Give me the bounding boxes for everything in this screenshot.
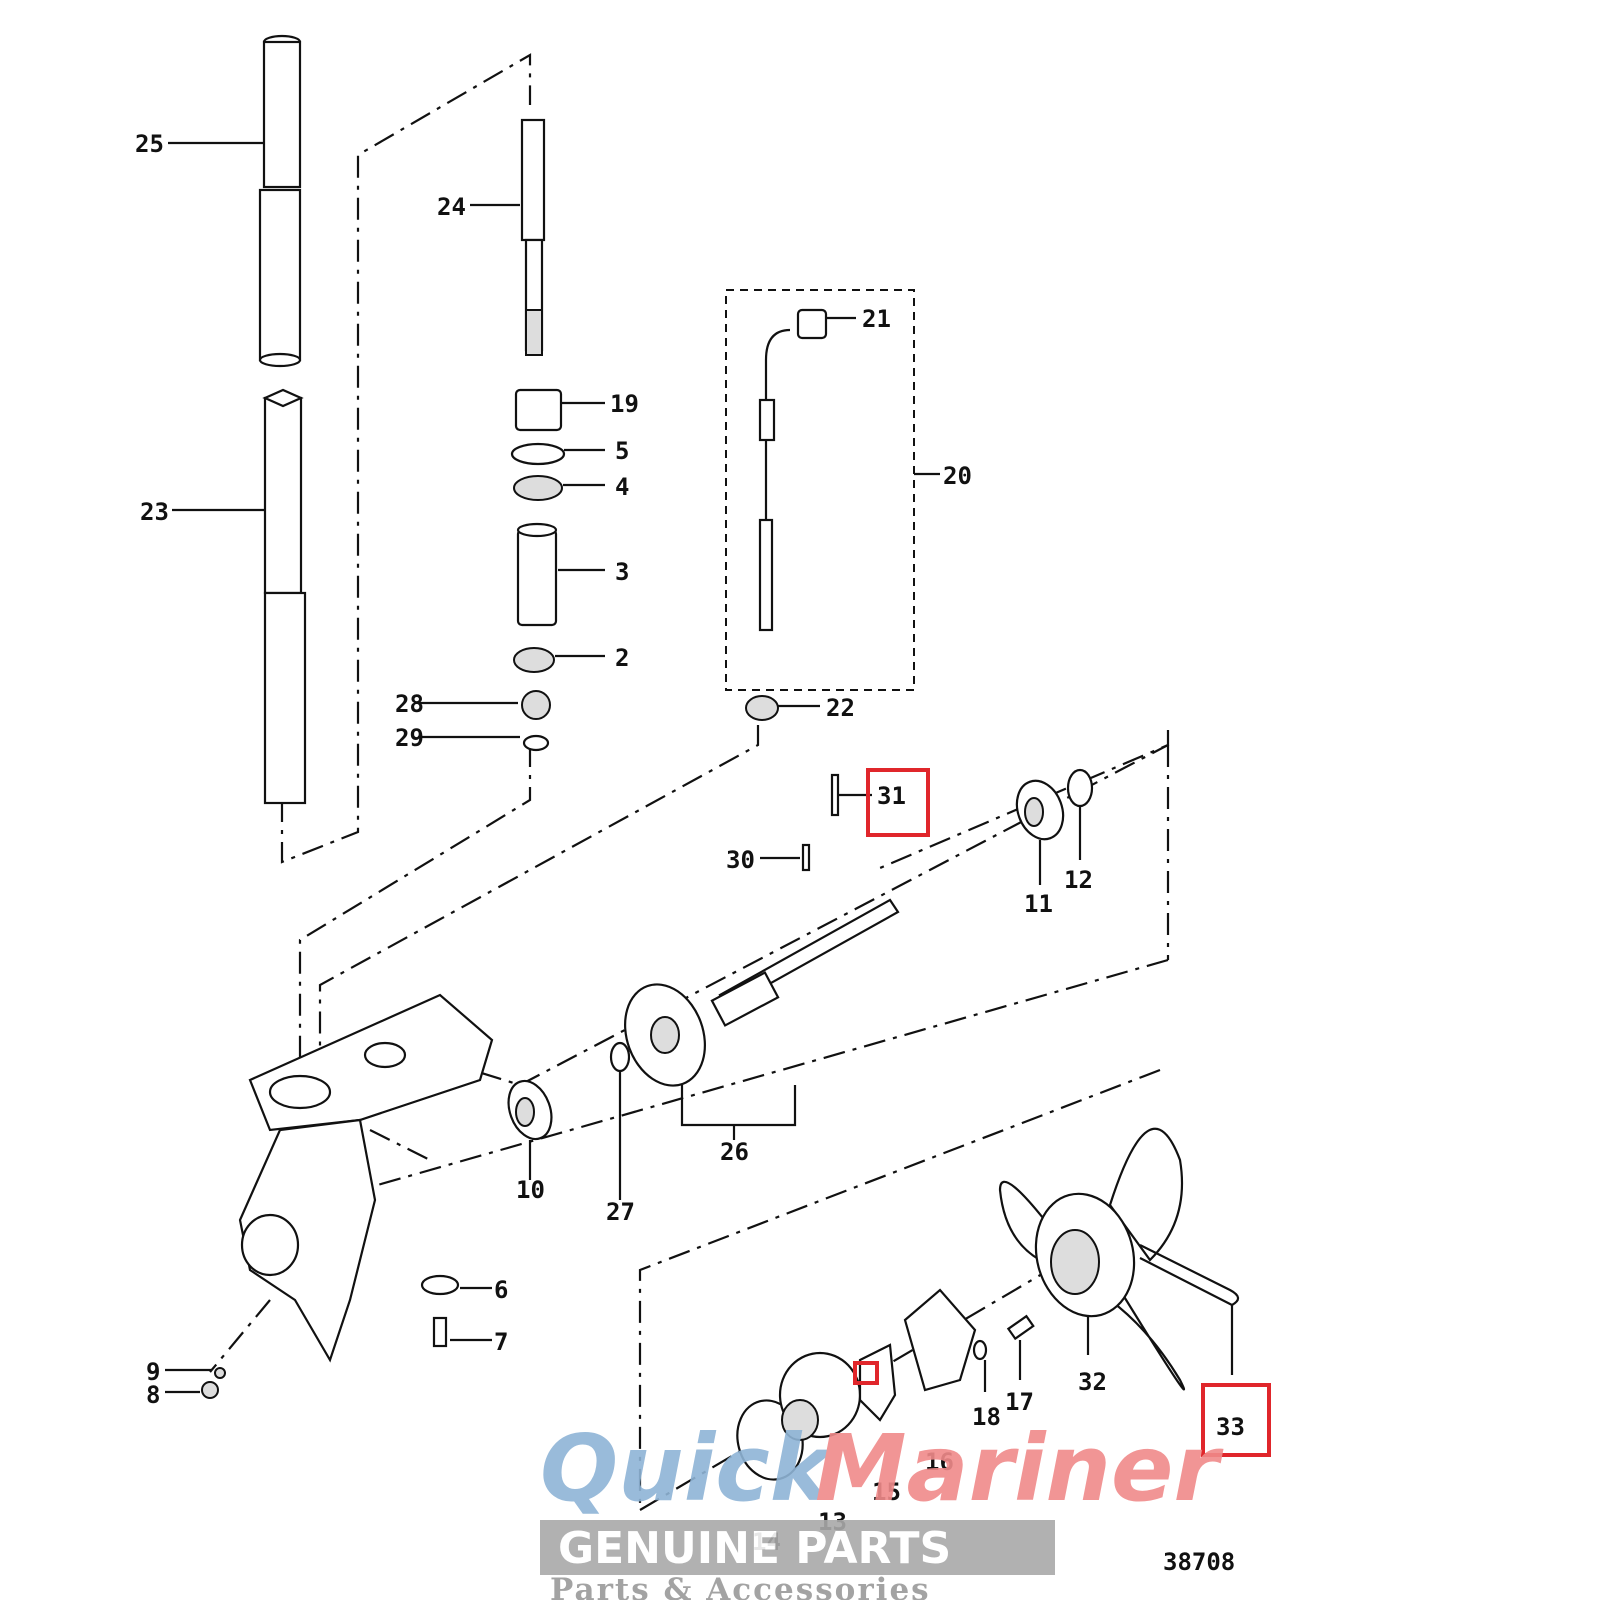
part-label: 9 — [146, 1358, 160, 1386]
part-label: 6 — [494, 1276, 508, 1304]
highlight-box-small — [853, 1361, 879, 1385]
part-label: 25 — [135, 130, 164, 158]
part-label: 7 — [494, 1328, 508, 1356]
highlight-box-33 — [1201, 1383, 1271, 1457]
propeller-32 — [998, 1127, 1240, 1391]
part-label: 15 — [872, 1478, 901, 1506]
bearings — [507, 768, 1094, 1141]
part-label: 21 — [862, 305, 891, 333]
part-label: 20 — [943, 462, 972, 490]
watermark-tagline: Parts & Accessories — [550, 1572, 931, 1600]
part-label: 27 — [606, 1198, 635, 1226]
part-label: 31 — [877, 782, 906, 810]
part-label: 29 — [395, 724, 424, 752]
part-label: 2 — [615, 644, 629, 672]
highlight-box-31 — [866, 768, 930, 837]
part-label: 12 — [1064, 866, 1093, 894]
drive-shaft-23 — [262, 388, 307, 805]
gear-housing — [201, 993, 494, 1399]
part-label: 24 — [437, 193, 466, 221]
part-label: 22 — [826, 694, 855, 722]
highlight-boxes — [853, 768, 1271, 1457]
leader-lines — [165, 141, 1234, 1394]
part-label: 19 — [610, 390, 639, 418]
watermark-band — [540, 1520, 1055, 1575]
pins — [801, 773, 840, 872]
water-tube-25 — [258, 34, 302, 368]
shift-rod-kit-20 — [725, 289, 915, 721]
part-label: 17 — [1005, 1388, 1034, 1416]
part-label: 28 — [395, 690, 424, 718]
figure-number: 38708 — [1163, 1548, 1235, 1576]
part-label: 16 — [925, 1448, 954, 1476]
watermark-mariner: Mariner — [815, 1415, 1224, 1522]
part-label: 18 — [972, 1403, 1001, 1431]
part-label: 10 — [516, 1176, 545, 1204]
part-label: 5 — [615, 437, 629, 465]
shaft-24 — [520, 118, 546, 356]
propeller-shaft-26 — [609, 898, 900, 1087]
water-pump — [736, 1288, 1035, 1481]
quickmariner-watermark: Quick Mariner GENUINE PARTS Parts & Acce… — [540, 1415, 1224, 1600]
part-label: 33 — [1216, 1413, 1245, 1441]
watermark-genuine: GENUINE PARTS — [558, 1523, 951, 1574]
part-labels: 25 23 24 19 5 4 3 2 28 29 21 20 22 31 30… — [135, 130, 1245, 1556]
watermark-quick: Quick — [540, 1415, 836, 1522]
part-label: 11 — [1024, 890, 1053, 918]
part-label: 8 — [146, 1381, 160, 1409]
part-label: 26 — [720, 1138, 749, 1166]
part-label: 3 — [615, 558, 629, 586]
part-label: 30 — [726, 846, 755, 874]
assembly-lines — [209, 53, 1170, 1511]
part-label: 4 — [615, 473, 629, 501]
part-label: 32 — [1078, 1368, 1107, 1396]
part-label: 23 — [140, 498, 169, 526]
bearing-stack — [510, 388, 566, 752]
